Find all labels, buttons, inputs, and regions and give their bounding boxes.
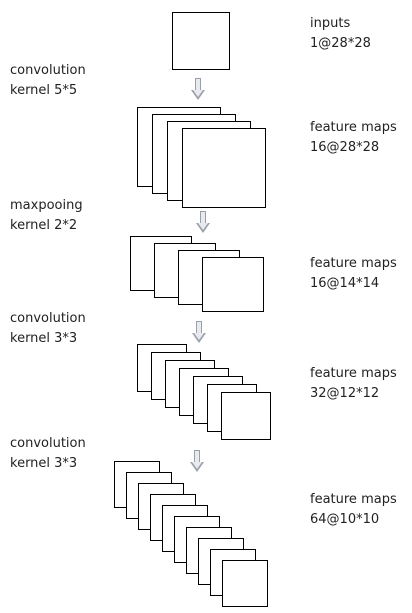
operation-label-3: convolution kernel 3*3 (10, 311, 86, 346)
layer-label-inputs: inputs 1@28*28 (310, 16, 371, 51)
feature-map-square (222, 560, 268, 607)
feature-map-square (172, 12, 230, 70)
feature-map-square (182, 128, 266, 208)
down-arrow-icon (191, 78, 205, 100)
feature-map-square (221, 392, 271, 440)
layer-label-fm3: feature maps 32@12*12 (310, 366, 397, 401)
down-arrow-icon (196, 211, 210, 233)
operation-label-2: maxpooing kernel 2*2 (10, 198, 83, 233)
down-arrow-icon (192, 321, 206, 343)
operation-label-1: convolution kernel 5*5 (10, 63, 86, 98)
operation-label-4: convolution kernel 3*3 (10, 436, 86, 471)
down-arrow-icon (190, 450, 204, 472)
feature-map-square (202, 257, 264, 312)
layer-label-fm1: feature maps 16@28*28 (310, 120, 397, 155)
layer-label-fm2: feature maps 16@14*14 (310, 256, 397, 291)
layer-label-fm4: feature maps 64@10*10 (310, 492, 397, 527)
